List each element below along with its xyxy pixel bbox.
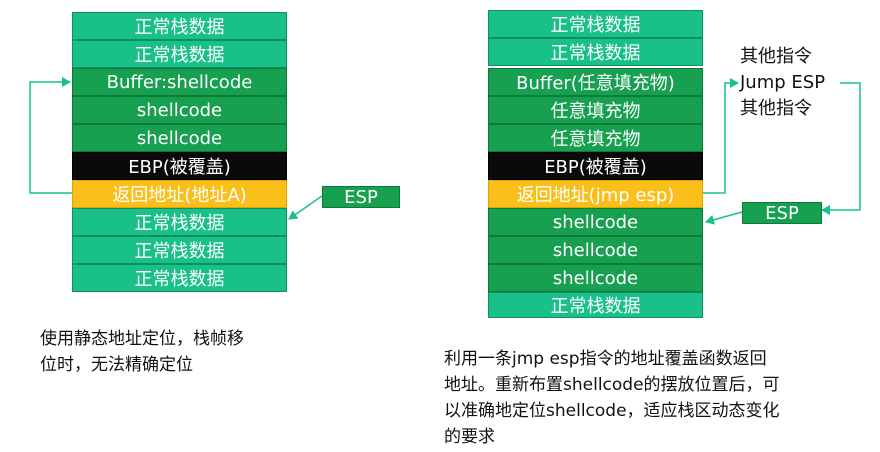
left-stack-cell-normal: 正常栈数据 <box>72 208 287 236</box>
right-instruction-list: 其他指令 Jump ESP 其他指令 <box>740 44 825 122</box>
right-stack-cell-filler: 任意填充物 <box>488 124 703 152</box>
instruction-jump-esp: Jump ESP <box>740 72 826 93</box>
right-esp-label: ESP <box>742 202 822 224</box>
right-caption: 利用一条jmp esp指令的地址覆盖函数返回 地址。重新布置shellcode的… <box>444 346 780 450</box>
right-stack-cell-return-address: 返回地址(jmp esp) <box>488 180 703 208</box>
right-return-arrow <box>703 78 739 194</box>
left-caption-line: 使用静态地址定位，栈帧移 <box>40 329 244 349</box>
right-jump-arrow <box>821 82 861 215</box>
right-stack-cell-shellcode: shellcode <box>488 236 703 264</box>
left-esp-label: ESP <box>322 186 400 208</box>
right-caption-line: 地址。重新布置shellcode的摆放位置后，可 <box>444 375 780 395</box>
left-caption: 使用静态地址定位，栈帧移 位时，无法精确定位 <box>40 326 244 378</box>
left-caption-line: 位时，无法精确定位 <box>40 355 193 375</box>
right-stack-cell-buffer: Buffer(任意填充物) <box>488 68 703 96</box>
right-stack-cell-filler: 任意填充物 <box>488 96 703 124</box>
left-stack-cell-buffer: Buffer:shellcode <box>72 68 287 96</box>
right-caption-line: 的要求 <box>444 427 495 447</box>
left-stack-cell-shellcode: shellcode <box>72 96 287 124</box>
left-stack-cell-shellcode: shellcode <box>72 124 287 152</box>
left-return-arrow <box>29 77 72 194</box>
left-stack-cell-ebp: EBP(被覆盖) <box>72 152 287 180</box>
left-stack-cell-normal: 正常栈数据 <box>72 40 287 68</box>
right-stack-cell-shellcode: shellcode <box>488 208 703 236</box>
instruction-other: 其他指令 <box>740 46 812 67</box>
left-stack-cell-normal: 正常栈数据 <box>72 12 287 40</box>
right-caption-line: 以准确地定位shellcode，适应栈区动态变化 <box>444 401 780 421</box>
left-stack-cell-normal: 正常栈数据 <box>72 236 287 264</box>
right-stack-cell-normal: 正常栈数据 <box>488 38 703 66</box>
right-caption-line: 利用一条jmp esp指令的地址覆盖函数返回 <box>444 349 767 369</box>
instruction-other: 其他指令 <box>740 98 812 119</box>
right-esp-arrow <box>705 211 743 225</box>
left-stack-cell-normal: 正常栈数据 <box>72 264 287 292</box>
left-stack-cell-return-address: 返回地址(地址A) <box>72 180 287 208</box>
right-stack-cell-normal: 正常栈数据 <box>488 292 703 318</box>
right-stack-cell-normal: 正常栈数据 <box>488 10 703 38</box>
right-stack-cell-ebp: EBP(被覆盖) <box>488 152 703 180</box>
right-stack-cell-shellcode: shellcode <box>488 264 703 292</box>
left-esp-arrow <box>288 195 323 220</box>
